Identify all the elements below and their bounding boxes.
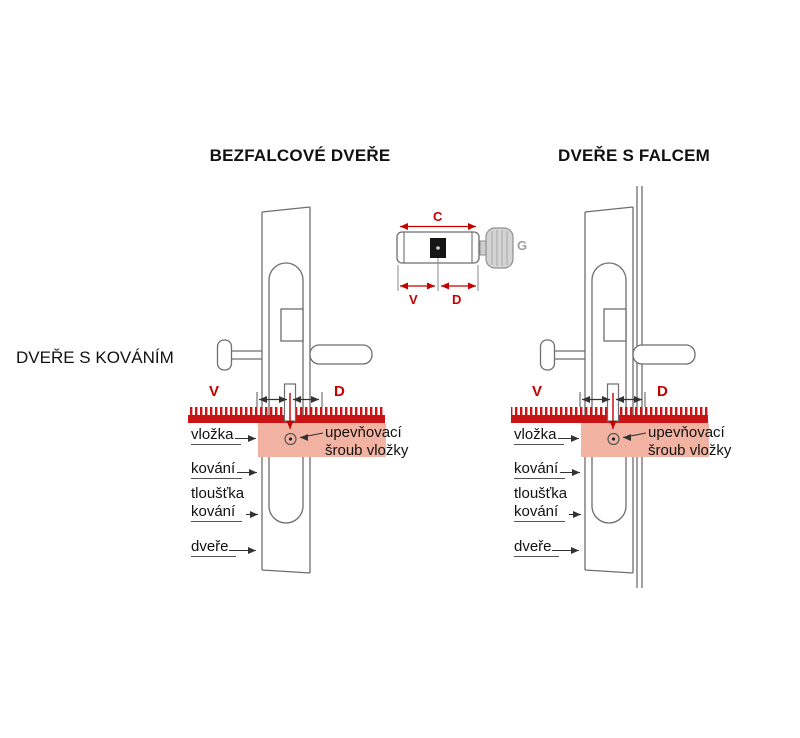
- cylinder-inset-graphic: [396, 223, 514, 291]
- leader-arrows-left: [229, 432, 324, 554]
- screw-label-line2-left: šroub vložky: [325, 442, 409, 459]
- d-dimension-label-left: D: [334, 383, 345, 400]
- tloustka-label-line1-right: tloušťka: [514, 485, 568, 502]
- fixing-screw-right: [607, 432, 620, 446]
- dimensions-right: [579, 392, 646, 429]
- label-dvere-s-kovanim: DVEŘE S KOVÁNÍM: [16, 348, 174, 367]
- screw-label-line1-left: upevňovací: [325, 424, 402, 441]
- tloustka-label-line2-left: kování: [191, 503, 243, 522]
- v-dimension-label-right: V: [532, 383, 543, 400]
- v-dimension-label-inset: V: [409, 292, 418, 307]
- dimensions-left: [256, 392, 323, 429]
- thumbturn-knob: [479, 227, 514, 269]
- leader-arrows-right: [552, 432, 647, 554]
- dvere-label-left: dveře: [191, 538, 236, 557]
- vlozka-label-right: vložka: [514, 426, 564, 445]
- title-bezfalcove-dvere: BEZFALCOVÉ DVEŘE: [209, 146, 391, 165]
- title-dvere-s-falcem: DVEŘE S FALCEM: [557, 146, 711, 165]
- v-dimension-label-left: V: [209, 383, 220, 400]
- vlozka-label-left: vložka: [191, 426, 241, 445]
- kovani-label-right: kování: [514, 460, 566, 479]
- kovani-label-left: kování: [191, 460, 243, 479]
- d-dimension-label-inset: D: [452, 292, 462, 307]
- pink-band-right: [581, 423, 709, 457]
- fixing-screw-left: [284, 432, 297, 446]
- g-knob-label-inset: G: [517, 238, 528, 253]
- screw-label-line1-right: upevňovací: [648, 424, 725, 441]
- tloustka-label-line2-right: kování: [514, 503, 566, 522]
- pink-band-left: [258, 423, 386, 457]
- c-dimension-label-inset: C: [433, 209, 443, 224]
- tloustka-label-line1-left: tloušťka: [191, 485, 245, 502]
- d-dimension-label-right: D: [657, 383, 668, 400]
- screw-label-line2-right: šroub vložky: [648, 442, 732, 459]
- dvere-label-right: dveře: [514, 538, 559, 557]
